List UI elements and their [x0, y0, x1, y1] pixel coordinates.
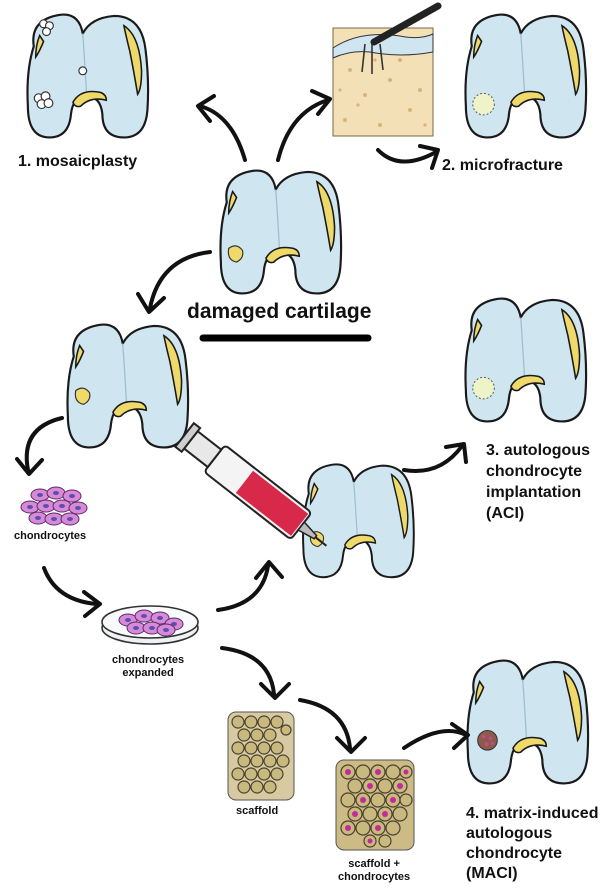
arrow-to-microfracture-knee — [378, 146, 438, 168]
label-maci-line-4: (MACI) — [466, 864, 598, 884]
knee-microfracture — [465, 15, 586, 138]
arrow-to-scaffold-chondrocytes — [300, 700, 365, 752]
label-scaffold-chondro-line-1: scaffold + — [338, 858, 410, 871]
label-expanded-line-2: expanded — [112, 667, 184, 680]
arrow-to-injection — [218, 562, 282, 610]
knee-damaged-left — [67, 325, 188, 448]
knee-mosaicplasty — [27, 15, 148, 138]
label-aci-line-2: chondrocyte — [486, 461, 590, 482]
arrow-to-microfracture-inset — [278, 91, 330, 160]
label-chondrocytes: chondrocytes — [14, 530, 86, 543]
knee-injection — [303, 464, 414, 577]
label-damaged-cartilage: damaged cartilage — [187, 300, 371, 324]
label-microfracture: 2. microfracture — [442, 156, 563, 175]
label-maci: 4. matrix-induced autologous chondrocyte… — [466, 804, 598, 884]
label-chondrocytes-expanded: chondrocytes expanded — [112, 654, 184, 680]
arrow-to-chondrocytes — [17, 418, 62, 474]
label-mosaicplasty: 1. mosaicplasty — [18, 152, 137, 171]
arrow-to-petri — [44, 568, 100, 616]
microfracture-drill-inset — [333, 6, 438, 136]
label-expanded-line-1: chondrocytes — [112, 654, 184, 667]
label-maci-line-1: 4. matrix-induced — [466, 804, 598, 824]
knee-maci — [467, 661, 588, 784]
label-scaffold-chondro-line-2: chondrocytes — [338, 871, 410, 884]
arrow-to-aci — [404, 444, 466, 471]
arrow-to-mosaicplasty — [198, 96, 245, 160]
label-maci-line-2: autologous — [466, 824, 598, 844]
arrow-to-maci — [404, 724, 468, 748]
label-aci-line-4: (ACI) — [486, 503, 590, 524]
arrow-to-scaffold-step — [222, 648, 289, 698]
label-scaffold-chondrocytes: scaffold + chondrocytes — [338, 858, 410, 884]
label-scaffold: scaffold — [236, 805, 278, 818]
knee-aci — [465, 299, 586, 422]
label-aci-line-1: 3. autologous — [486, 440, 590, 461]
label-maci-line-3: chondrocyte — [466, 844, 598, 864]
scaffold-block — [228, 712, 294, 800]
petri-dish — [102, 606, 198, 644]
knee-damaged-center — [220, 171, 341, 294]
label-aci: 3. autologous chondrocyte implantation (… — [486, 440, 590, 524]
label-aci-line-3: implantation — [486, 482, 590, 503]
scaffold-with-chondrocytes — [336, 760, 414, 850]
chondrocytes-cluster — [21, 487, 87, 525]
